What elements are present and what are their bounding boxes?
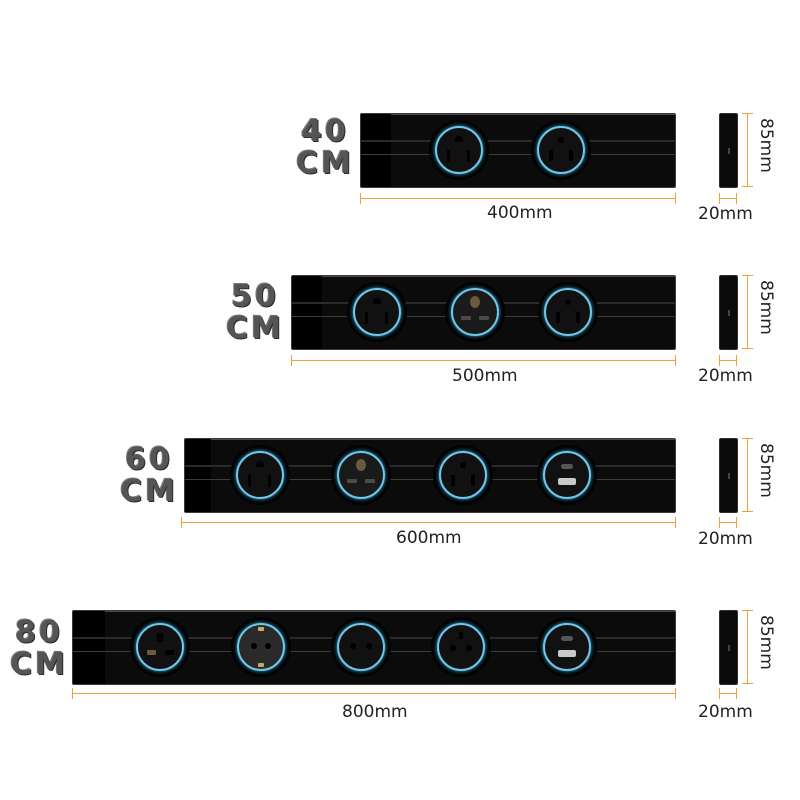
side-profile-60cm — [719, 438, 738, 513]
size-unit: CM — [296, 146, 354, 181]
size-label-80cm: 80 CM — [10, 617, 68, 681]
size-number: 80 — [15, 615, 63, 650]
width-label: 20mm — [698, 204, 753, 224]
length-label: 800mm — [342, 702, 408, 722]
height-label: 85mm — [756, 280, 776, 335]
side-profile-40cm — [719, 113, 738, 188]
power-strip-60cm — [184, 438, 676, 513]
size-label-60cm: 60 CM — [120, 444, 178, 508]
height-dimension-line — [742, 113, 753, 187]
width-label: 20mm — [698, 529, 753, 549]
size-label-40cm: 40 CM — [296, 116, 354, 180]
size-unit: CM — [10, 647, 68, 682]
size-number: 50 — [231, 279, 279, 314]
size-unit: CM — [120, 474, 178, 509]
side-profile-50cm — [719, 275, 738, 350]
length-dimension-line — [181, 517, 676, 528]
eu-outlet-icon — [331, 617, 391, 677]
universal-outlet-icon — [531, 120, 591, 180]
width-dimension-line — [719, 517, 737, 528]
usb-charger-icon — [537, 617, 597, 677]
width-dimension-line — [719, 193, 737, 204]
length-label: 600mm — [396, 528, 462, 548]
size-label-50cm: 50 CM — [226, 281, 284, 345]
length-dimension-line — [72, 688, 676, 699]
length-dimension-line — [360, 193, 676, 204]
side-profile-80cm — [719, 610, 738, 685]
length-label: 400mm — [487, 203, 553, 223]
height-label: 85mm — [756, 615, 776, 670]
universal-outlet-shuttered-icon — [331, 445, 391, 505]
width-label: 20mm — [698, 366, 753, 386]
size-number: 40 — [301, 114, 349, 149]
size-unit: CM — [226, 311, 284, 346]
height-dimension-line — [742, 610, 753, 684]
universal-outlet-icon — [433, 445, 493, 505]
us-outlet-icon — [230, 445, 290, 505]
universal-outlet-icon — [538, 282, 598, 342]
width-dimension-line — [719, 355, 737, 366]
width-label: 20mm — [698, 702, 753, 722]
length-label: 500mm — [452, 366, 518, 386]
us-outlet-icon — [347, 282, 407, 342]
uk-outlet-icon — [130, 617, 190, 677]
height-label: 85mm — [756, 118, 776, 173]
schuko-outlet-icon — [231, 617, 291, 677]
length-dimension-line — [291, 355, 676, 366]
power-strip-80cm — [72, 610, 676, 685]
power-strip-40cm — [360, 113, 676, 188]
french-outlet-icon — [431, 617, 491, 677]
height-dimension-line — [742, 438, 753, 512]
power-strip-50cm — [291, 275, 676, 350]
universal-outlet-shuttered-icon — [445, 282, 505, 342]
size-number: 60 — [125, 442, 173, 477]
height-dimension-line — [742, 275, 753, 349]
us-outlet-icon — [429, 120, 489, 180]
usb-charger-icon — [537, 445, 597, 505]
height-label: 85mm — [756, 443, 776, 498]
width-dimension-line — [719, 688, 737, 699]
